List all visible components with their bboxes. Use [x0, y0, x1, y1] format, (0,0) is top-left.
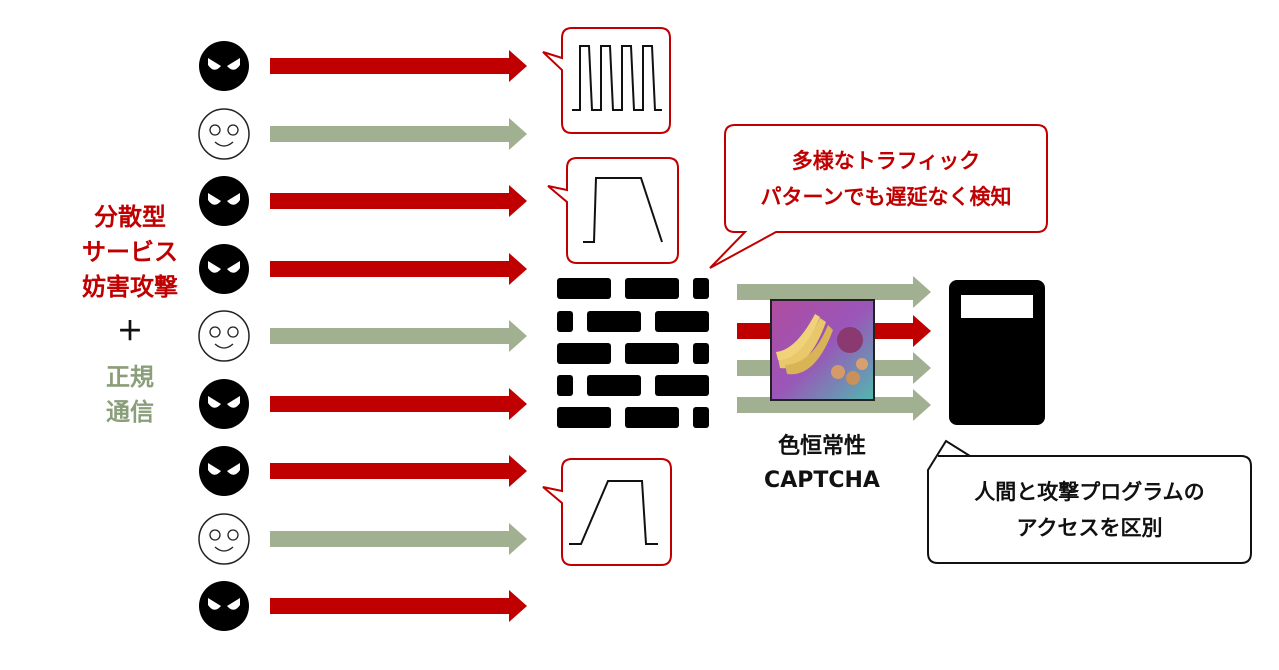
- smiley-face-icon: [198, 513, 250, 565]
- ddos-label-line: 妨害攻撃: [82, 273, 178, 301]
- evil-face-icon: [199, 176, 249, 226]
- firewall-bubble-line: 多様なトラフィック: [791, 149, 981, 173]
- plus-sign: ＋: [116, 317, 143, 347]
- server-bubble-text: 人間と攻撃プログラムの アクセスを区別: [928, 474, 1251, 546]
- normal-arrow: [270, 118, 527, 150]
- captcha-label-line: CAPTCHA: [764, 468, 880, 493]
- normal-traffic-label: 正規 通信: [55, 360, 205, 430]
- firewall-bubble-text: 多様なトラフィック パターンでも遅延なく検知: [725, 143, 1047, 215]
- normal-arrow: [737, 276, 931, 308]
- attack-arrow: [270, 388, 527, 420]
- normal-label-line: 正規: [106, 363, 154, 391]
- firewall-icon: [557, 278, 709, 428]
- attack-arrow: [270, 590, 527, 622]
- evil-face-icon: [199, 446, 249, 496]
- normal-arrow: [270, 320, 527, 352]
- captcha-image: [770, 299, 875, 401]
- attack-arrow: [270, 253, 527, 285]
- evil-face-icon: [199, 581, 249, 631]
- evil-face-icon: [199, 244, 249, 294]
- firewall-bubble: [709, 124, 1048, 269]
- pattern-bubble-trapezoid: [547, 157, 679, 264]
- attack-arrow: [270, 455, 527, 487]
- ddos-label-line: サービス: [82, 238, 178, 266]
- ddos-label: 分散型 サービス 妨害攻撃: [55, 200, 205, 305]
- server-bubble-line: 人間と攻撃プログラムの: [974, 480, 1205, 504]
- ddos-label-line: 分散型: [94, 203, 166, 231]
- server-icon: [949, 280, 1045, 425]
- smiley-face-icon: [198, 310, 250, 362]
- pattern-bubble-ramp: [542, 458, 672, 566]
- trapezoid-pattern-icon: [583, 177, 663, 243]
- captcha-label-line: 色恒常性: [777, 434, 866, 459]
- server-bubble-line: アクセスを区別: [1016, 516, 1163, 540]
- normal-arrow: [270, 523, 527, 555]
- evil-face-icon: [199, 41, 249, 91]
- firewall-bubble-line: パターンでも遅延なく検知: [760, 185, 1012, 209]
- smiley-face-icon: [198, 108, 250, 160]
- attack-arrow: [270, 50, 527, 82]
- server-bubble: [927, 439, 1252, 564]
- evil-face-icon: [199, 379, 249, 429]
- pattern-bubble-pulse: [542, 27, 671, 134]
- attack-arrow: [270, 185, 527, 217]
- normal-label-line: 通信: [106, 398, 154, 426]
- pulse-pattern-icon: [572, 45, 662, 111]
- faces: [198, 41, 250, 631]
- captcha-label: 色恒常性 CAPTCHA: [742, 430, 902, 498]
- ramp-pattern-icon: [569, 480, 658, 545]
